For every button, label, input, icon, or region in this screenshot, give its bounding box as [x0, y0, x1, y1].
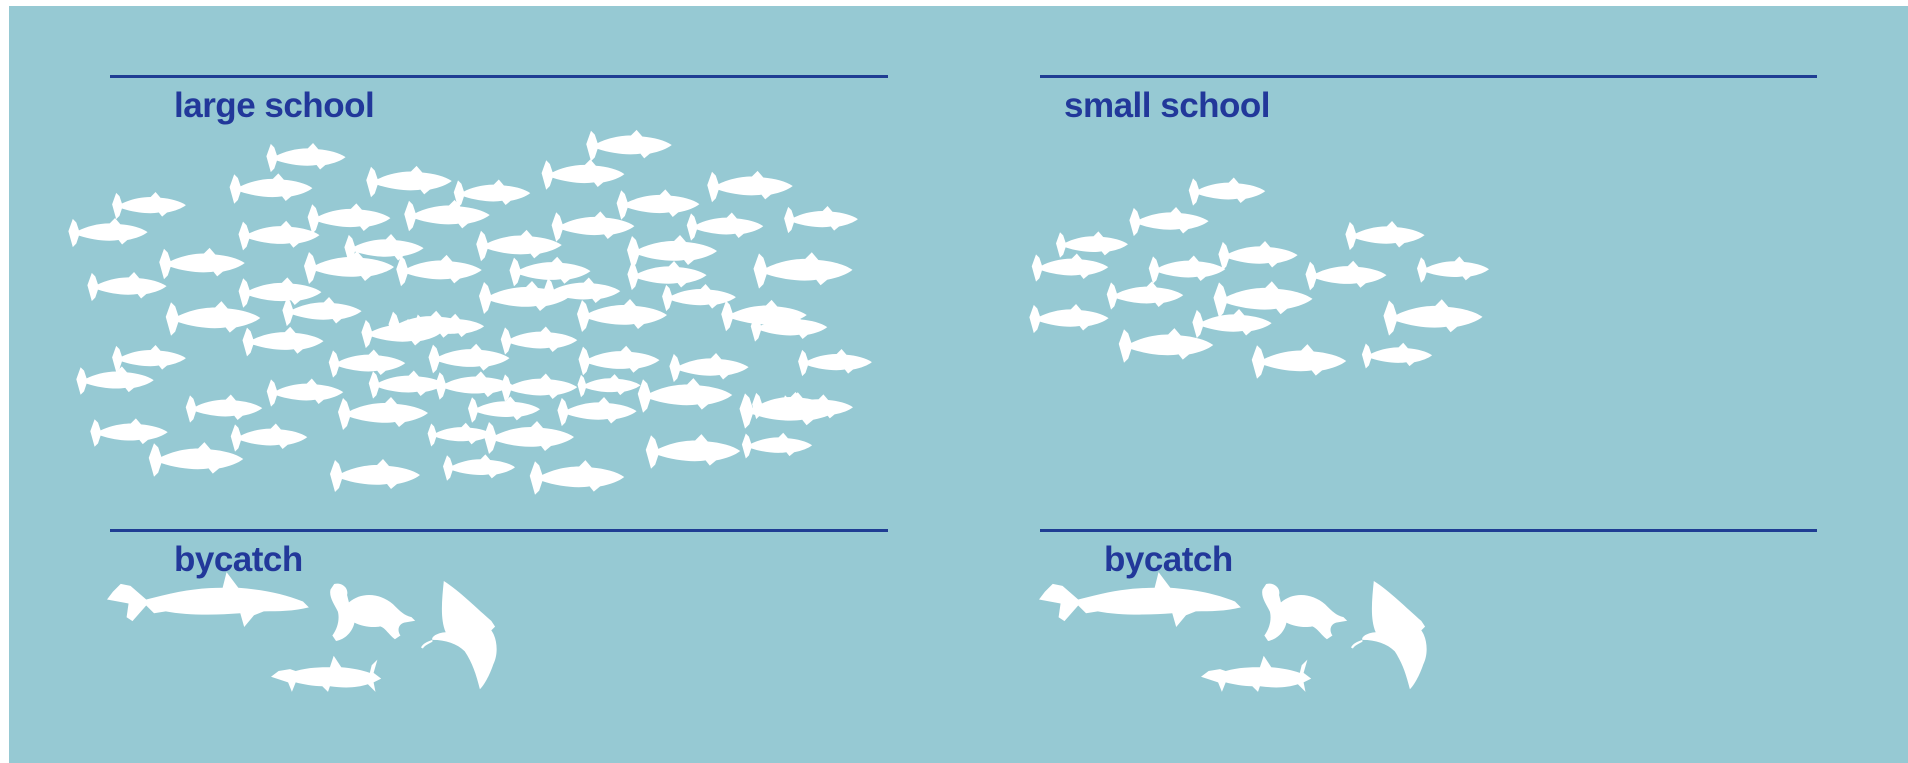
tuna-icon	[586, 129, 672, 162]
tuna-icon	[427, 422, 493, 447]
tuna-icon	[1056, 231, 1128, 258]
tuna-icon	[1188, 177, 1266, 206]
tuna-icon	[428, 343, 510, 374]
tuna-icon	[238, 220, 320, 251]
tuna-icon	[307, 203, 391, 234]
tuna-icon	[1383, 299, 1483, 336]
tuna-icon	[500, 326, 578, 355]
tuna-icon	[1192, 309, 1272, 339]
tuna-icon	[686, 212, 764, 241]
tuna-icon	[266, 378, 344, 407]
tuna-icon	[577, 374, 641, 398]
tuna-icon	[557, 397, 637, 427]
small-school-label: small school	[1064, 86, 1271, 125]
tuna-icon	[1251, 344, 1347, 379]
tuna-icon	[669, 353, 749, 383]
tuna-icon	[637, 378, 733, 413]
tuna-icon	[1031, 253, 1109, 282]
tuna-icon	[266, 143, 346, 173]
tuna-icon	[453, 179, 531, 208]
manta-ray-icon	[421, 581, 497, 690]
manta-ray-icon	[1351, 581, 1427, 690]
tuna-icon	[112, 192, 186, 220]
tuna-icon	[230, 423, 308, 452]
tuna-icon	[616, 189, 700, 220]
fish-layer	[68, 129, 1489, 692]
large-bycatch-divider	[110, 529, 888, 532]
tuna-icon	[443, 454, 515, 481]
turtle-icon	[330, 583, 416, 642]
shark-icon	[107, 572, 309, 627]
tuna-icon	[330, 459, 420, 492]
tuna-icon	[368, 370, 446, 399]
tuna-icon	[1148, 255, 1226, 284]
tuna-icon	[76, 366, 154, 395]
tuna-icon	[396, 254, 482, 287]
tuna-icon	[1345, 221, 1425, 251]
tuna-icon	[1305, 260, 1387, 291]
tuna-icon	[1417, 256, 1489, 283]
tuna-icon	[338, 397, 428, 430]
tuna-icon	[468, 396, 540, 423]
tuna-icon	[476, 229, 562, 262]
small-school-divider	[1040, 75, 1817, 78]
tuna-icon	[229, 173, 313, 204]
tuna-icon	[578, 345, 660, 376]
tuna-icon	[741, 432, 813, 459]
swordfish-icon	[1201, 655, 1312, 692]
tuna-icon	[484, 421, 574, 454]
tuna-icon	[529, 460, 625, 495]
tuna-icon	[784, 206, 858, 234]
tuna-icon	[479, 281, 569, 314]
tuna-icon	[627, 235, 717, 268]
tuna-icon	[148, 442, 244, 477]
turtle-icon	[1262, 583, 1348, 642]
tuna-icon	[577, 299, 667, 332]
tuna-icon	[1029, 304, 1109, 334]
tuna-icon	[159, 247, 245, 280]
tuna-icon	[328, 349, 406, 378]
tuna-icon	[1129, 207, 1209, 237]
small-bycatch-label: bycatch	[1104, 540, 1233, 579]
tuna-icon	[798, 349, 872, 377]
tuna-icon	[185, 394, 263, 423]
swordfish-icon	[271, 655, 382, 692]
tuna-icon	[1218, 241, 1298, 271]
tuna-icon	[707, 170, 793, 203]
tuna-icon	[541, 159, 625, 190]
tuna-icon	[87, 272, 167, 302]
tuna-icon	[500, 373, 578, 402]
large-bycatch-label: bycatch	[174, 540, 303, 579]
tuna-icon	[90, 418, 168, 447]
fishing-diagram: large school bycatch small school bycatc…	[9, 6, 1908, 763]
tuna-icon	[68, 218, 148, 248]
tuna-icon	[404, 199, 490, 232]
tuna-icon	[645, 434, 741, 469]
small-bycatch-divider	[1040, 529, 1817, 532]
tuna-icon	[753, 252, 853, 289]
large-school-label: large school	[174, 86, 375, 125]
large-school-divider	[110, 75, 888, 78]
tuna-icon	[366, 165, 452, 198]
shark-icon	[1039, 572, 1241, 627]
tuna-icon	[1361, 342, 1433, 369]
tuna-icon	[242, 326, 324, 357]
tuna-icon	[1213, 281, 1313, 318]
tuna-icon	[1106, 281, 1184, 310]
